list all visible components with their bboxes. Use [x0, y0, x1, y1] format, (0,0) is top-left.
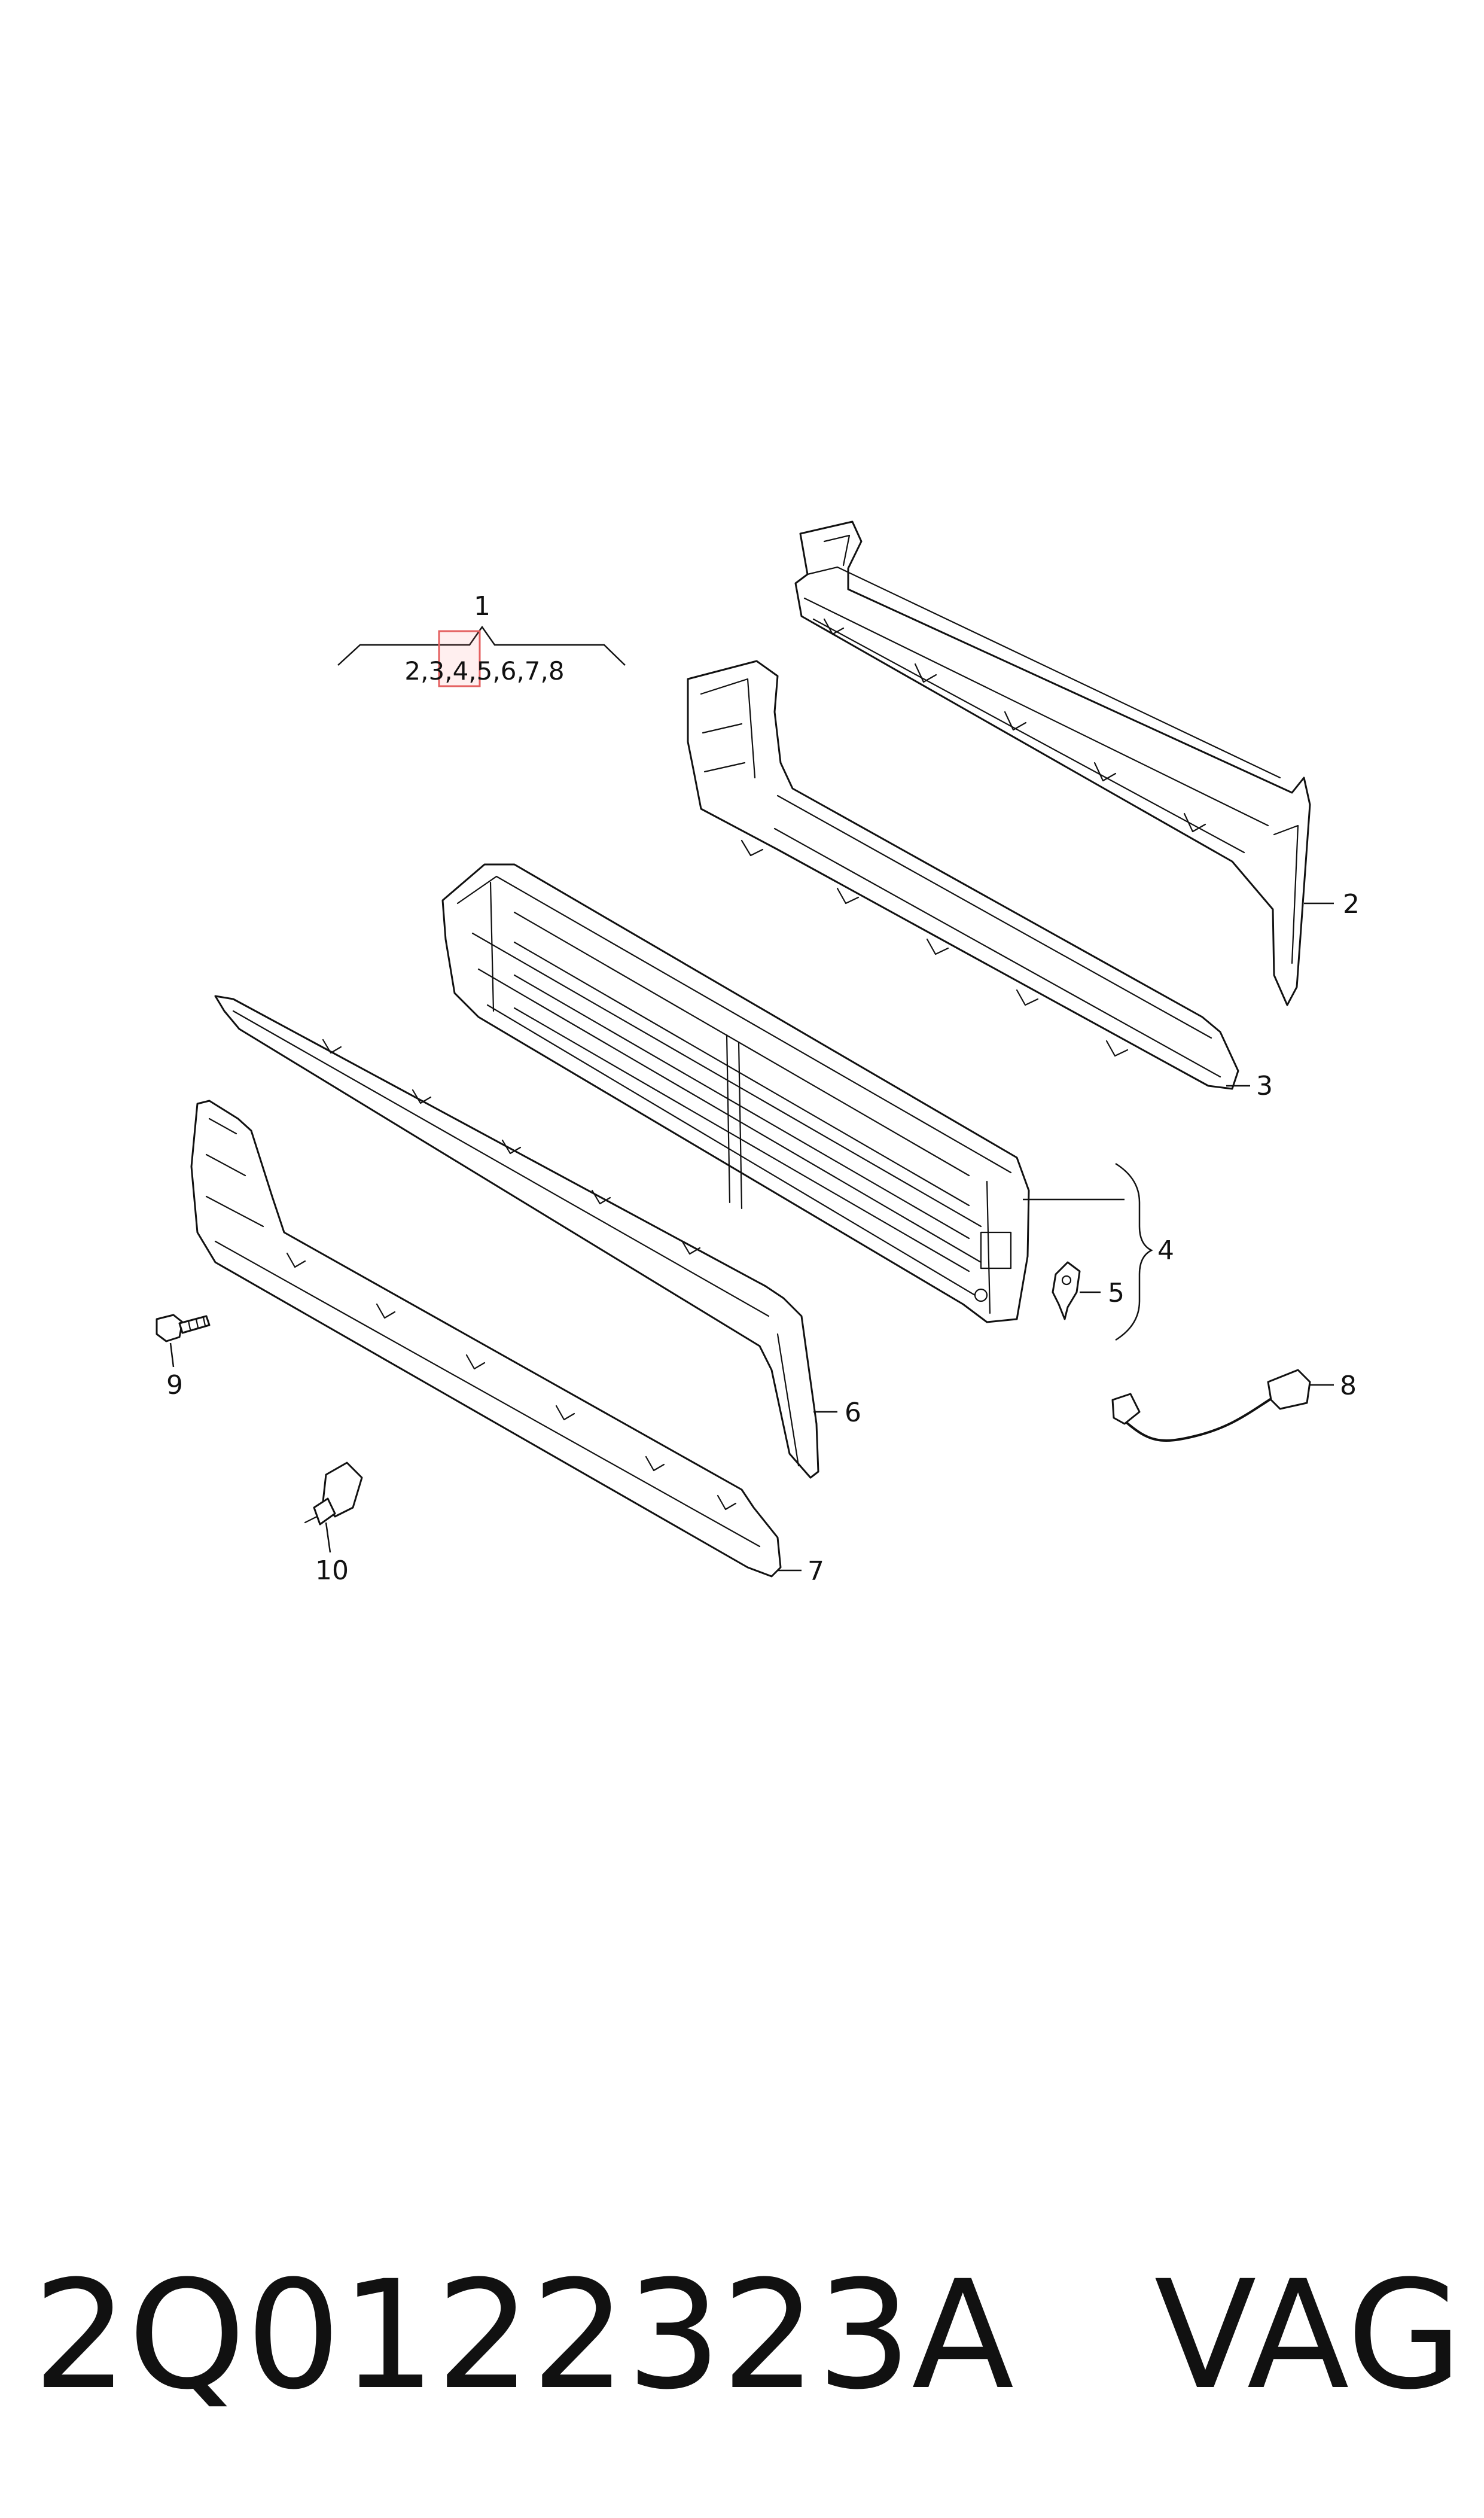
part-7-lower-trim — [190, 1100, 782, 1578]
part-10-push-pin — [304, 1462, 363, 1526]
highlighted-component-box — [438, 630, 481, 687]
assembly-components-list: 2,3,4,5,6,7,8 — [404, 656, 564, 686]
part-3-lower-air-guide — [687, 660, 1239, 1090]
callout-label-2: 2 — [1343, 889, 1360, 919]
assembly-bracket — [337, 625, 626, 666]
brand-text: VAG — [1154, 2248, 1462, 2422]
callout-label-1: 1 — [474, 591, 490, 622]
components-prefix: 2,3, — [404, 656, 452, 686]
callout-label-6: 6 — [845, 1397, 861, 1428]
callout-label-7: 7 — [807, 1556, 824, 1587]
leader-4-brace — [1115, 1162, 1153, 1341]
leader-lines — [169, 902, 1334, 1572]
callout-label-3: 3 — [1256, 1071, 1273, 1101]
part-8-wiring-harness — [1111, 1369, 1311, 1442]
callout-label-9: 9 — [166, 1370, 183, 1400]
part-4-air-shutter-assembly — [441, 863, 1030, 1323]
part-number-text: 2Q0122323A — [33, 2248, 1014, 2422]
component-highlighted: 4 — [453, 656, 469, 686]
callout-numbers: 2 3 4 5 6 7 8 9 10 — [166, 889, 1360, 1587]
leader-9 — [169, 1342, 175, 1368]
callout-label-5: 5 — [1108, 1278, 1125, 1308]
leader-10 — [325, 1522, 331, 1553]
part-6-upper-trim-strip — [214, 995, 819, 1479]
components-suffix: ,5,6,7,8 — [468, 656, 564, 686]
callout-label-10: 10 — [315, 1555, 349, 1586]
footer: 2Q0122323A VAG — [33, 2248, 1462, 2422]
assembly-callout: 1 2,3,4,5,6,7,8 — [337, 591, 626, 687]
part-9-screw — [156, 1314, 211, 1342]
callout-label-8: 8 — [1340, 1371, 1357, 1401]
callout-label-4: 4 — [1157, 1235, 1174, 1266]
part-2-upper-air-guide — [794, 520, 1311, 1006]
part-5-clip — [1052, 1261, 1081, 1320]
